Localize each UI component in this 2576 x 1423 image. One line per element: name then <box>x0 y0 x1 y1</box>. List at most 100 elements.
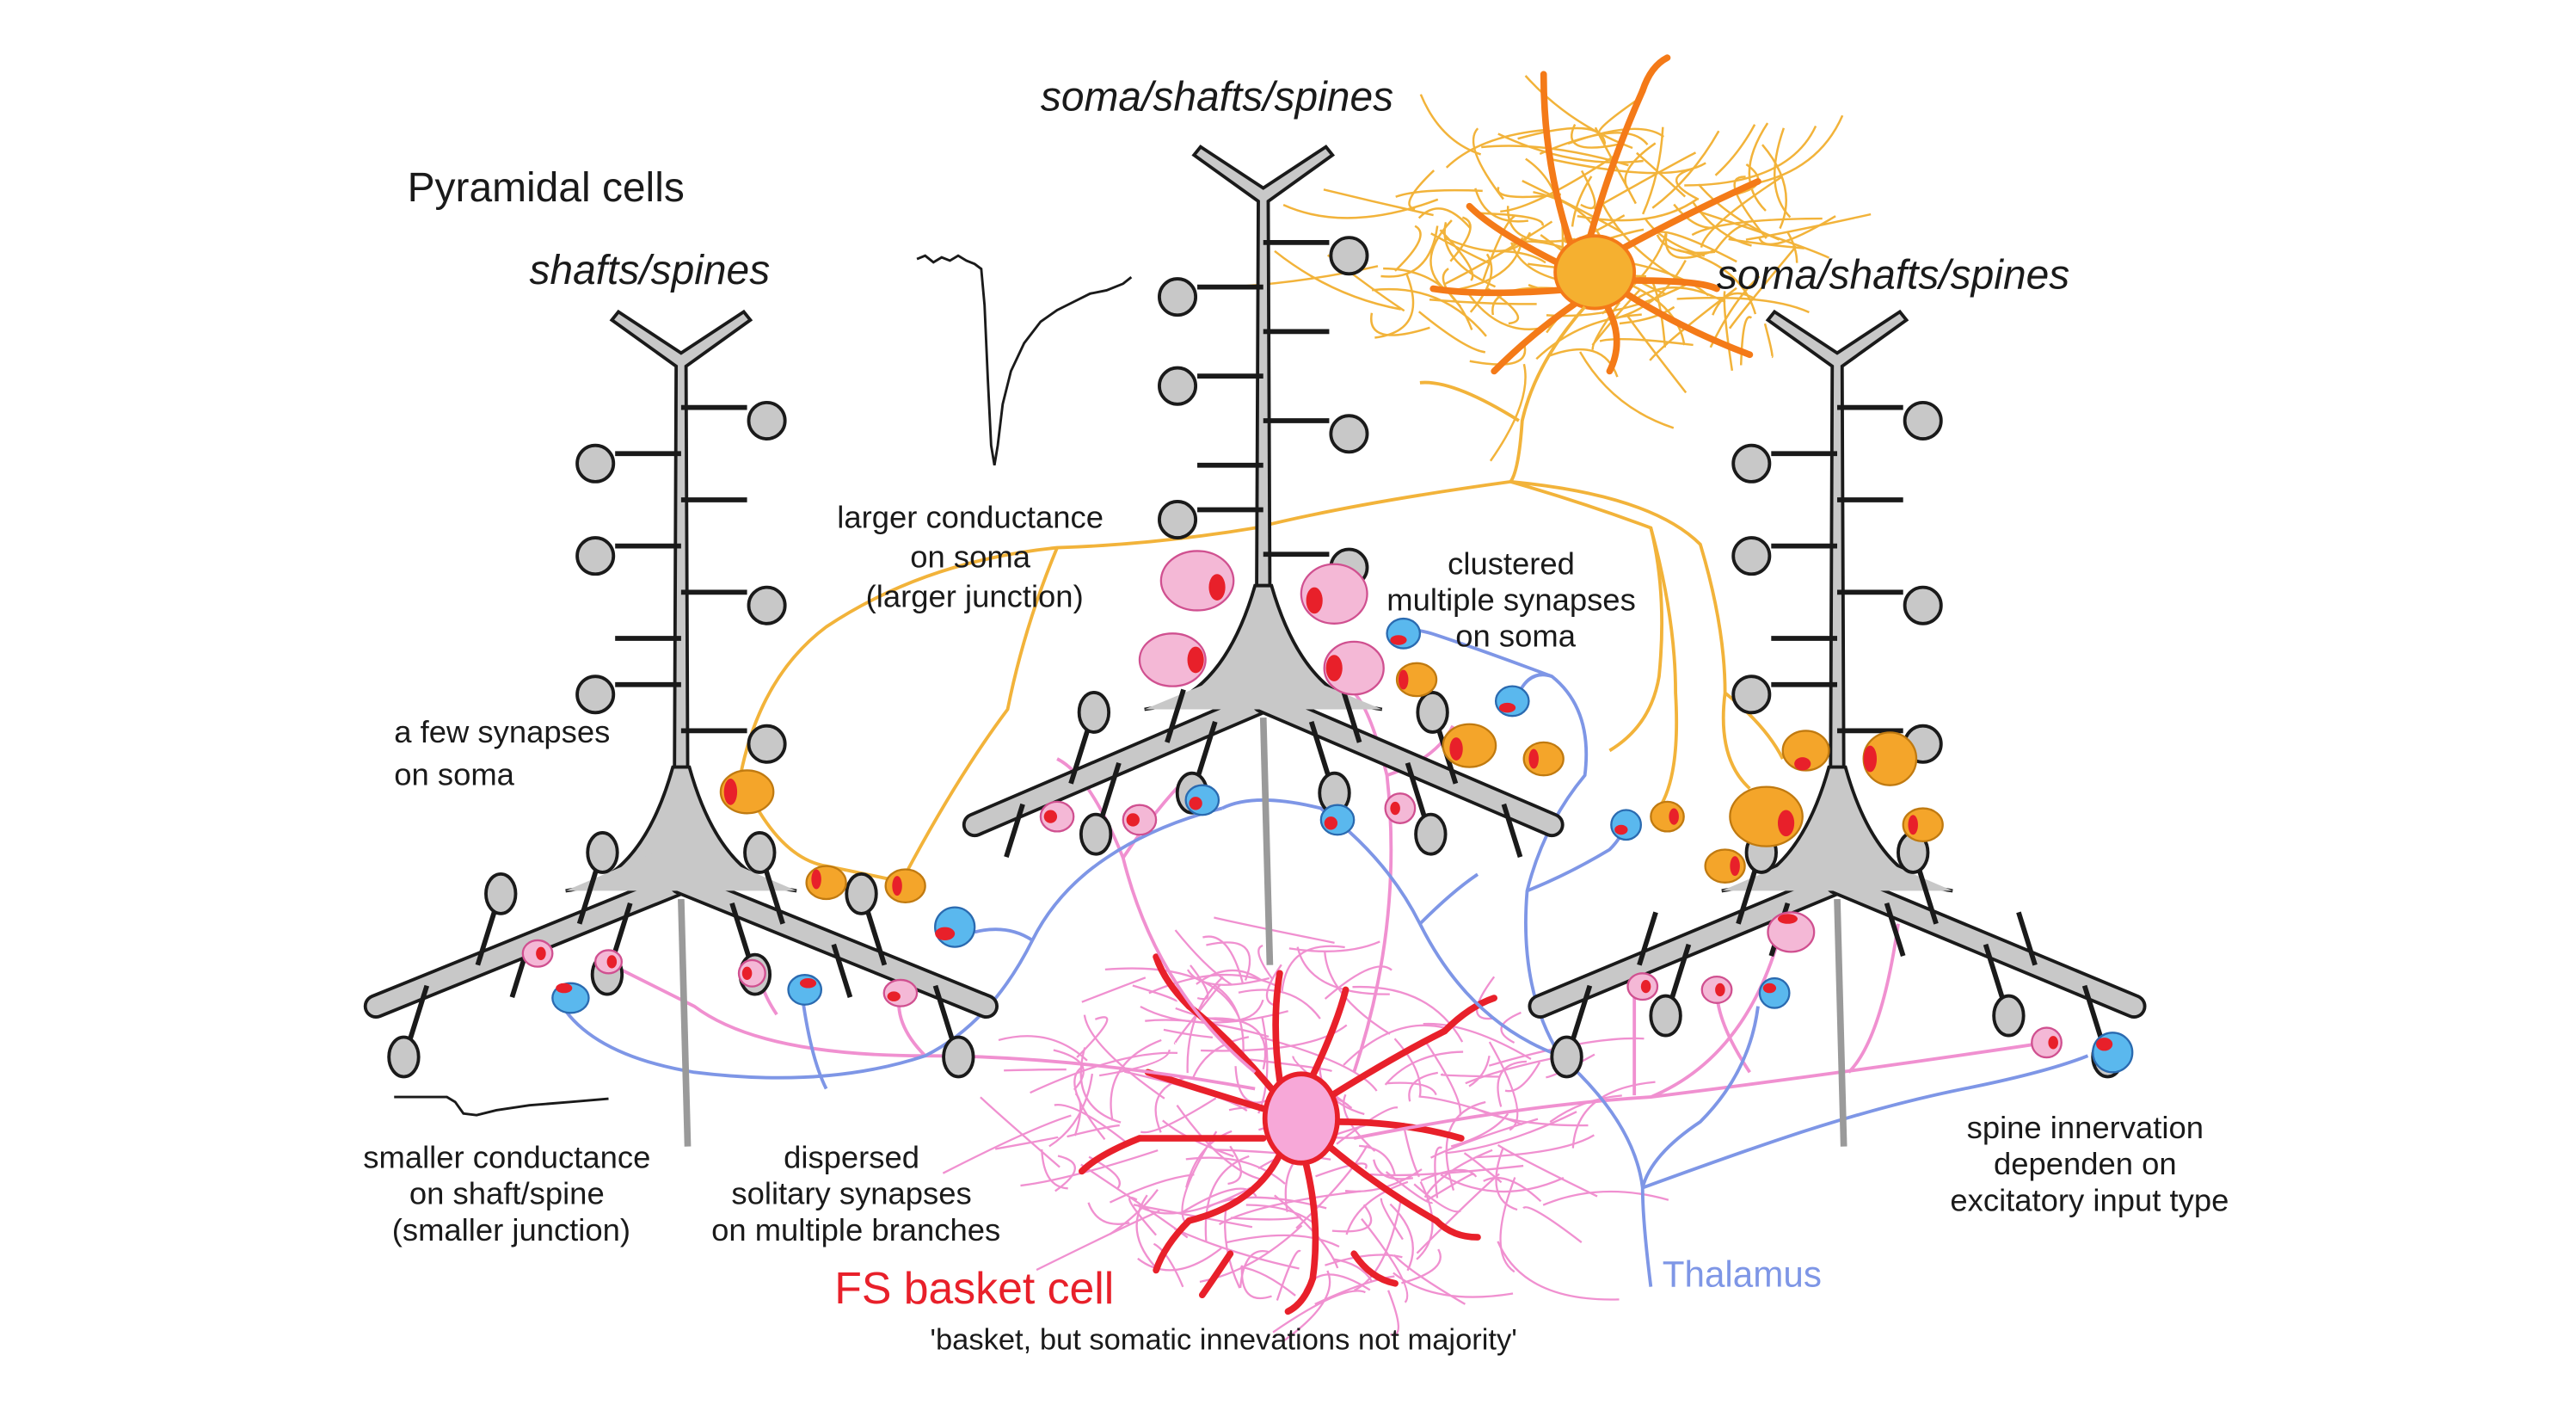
basal-spine-neck <box>2016 911 2038 966</box>
orange-axon-fiber <box>1466 292 1550 330</box>
spine-head <box>1903 585 1943 625</box>
synapse-contact <box>1325 655 1343 681</box>
apical-dendrite <box>1191 145 1336 588</box>
basal-spine-neck <box>1571 984 1593 1039</box>
spine-head <box>575 536 616 576</box>
pyramidal-soma-fill <box>1144 659 1382 710</box>
orange-bouton <box>884 868 926 903</box>
fs-axon-fiber <box>1240 1266 1296 1297</box>
synapse-contact <box>723 779 738 805</box>
orange-axon-fiber <box>1282 198 1439 219</box>
basal-spine-head <box>942 1035 975 1079</box>
fs-axon-fiber <box>1004 1068 1067 1072</box>
orange-axon-fiber <box>1664 233 1717 259</box>
fs-axon-fiber <box>1497 1060 1527 1107</box>
fs-axon-fiber <box>1238 989 1321 1020</box>
fs-basket-cell-label: FS basket cell <box>834 1263 1114 1313</box>
fs-axon-fiber <box>1389 1203 1414 1272</box>
fs-axon-fiber <box>1499 1177 1516 1273</box>
smaller-conductance-label: smaller conductance on shaft/spine (smal… <box>363 1140 659 1247</box>
spine-head <box>1158 366 1198 406</box>
orange-axon-fiber <box>1481 215 1515 283</box>
synapse-contact <box>1715 983 1725 997</box>
fs-axon-fiber <box>1202 935 1245 985</box>
fs-axon-fiber <box>1076 1016 1109 1058</box>
synapse-contact <box>1189 797 1202 810</box>
basal-spine-neck <box>932 984 955 1039</box>
fs-axon-fiber <box>1030 1051 1178 1094</box>
fs-axon-fiber <box>1206 1196 1327 1210</box>
fs-axon-fiber <box>1288 940 1380 952</box>
fs-basket-dendrites <box>1078 953 1498 1315</box>
fs-axon-fiber <box>1208 1017 1267 1070</box>
basal-spine-neck <box>1165 688 1186 743</box>
orange-axon-fiber <box>1522 180 1623 234</box>
spine-head <box>1158 277 1198 317</box>
orange-axon-fiber <box>1578 351 1675 429</box>
fs-axon-fiber <box>1214 984 1245 1062</box>
pyramidal-soma-fill <box>1721 841 1953 891</box>
orange-axon-fiber <box>1644 218 1706 257</box>
synapse-contact <box>741 966 753 980</box>
fs-axon-fiber <box>1260 1036 1378 1092</box>
basal-spine-neck <box>1308 721 1331 776</box>
pyramidal-soma-fill <box>565 841 797 891</box>
orange-axon-fiber <box>1419 94 1482 156</box>
synapse-contact <box>799 978 817 989</box>
synapse-contact <box>1669 808 1679 825</box>
fs-axon-fiber <box>1497 1143 1598 1198</box>
orange-axon-fiber <box>1712 292 1755 316</box>
fs-axon-fiber <box>1331 1204 1373 1233</box>
basal-spine-neck <box>831 943 853 998</box>
dispersed-synapses-label: dispersed solitary synapses on multiple … <box>711 1140 1000 1247</box>
pink-bouton <box>882 978 919 1007</box>
pyramidal-cell-middle <box>962 145 1565 965</box>
spine-head <box>1731 536 1772 576</box>
spine-head <box>1329 414 1369 454</box>
fs-axon-fiber <box>1201 1024 1348 1052</box>
thalamus-label: Thalamus <box>1663 1254 1822 1295</box>
basal-spine-head <box>1992 994 2026 1038</box>
fs-axon-fiber <box>1384 1050 1464 1086</box>
pink-bouton <box>1767 911 1816 953</box>
synapse-contact <box>1640 979 1651 994</box>
synapse-contact <box>1126 813 1140 827</box>
fs-axon-fiber <box>1393 1038 1422 1097</box>
fs-axon-fiber <box>1227 1145 1242 1186</box>
synapse-contact <box>1449 737 1463 761</box>
orange-axon-fiber <box>1417 311 1486 354</box>
orange-axon-fiber <box>1673 203 1718 230</box>
orange-axon-fiber <box>1489 363 1527 462</box>
orange-axon-fiber <box>1570 124 1618 149</box>
synapse-contact <box>536 946 546 960</box>
spine-head <box>1158 499 1198 540</box>
fs-axon-fiber <box>1423 1022 1532 1060</box>
orange-axon-fiber <box>1472 212 1544 226</box>
orange-axon-fiber <box>1497 132 1644 163</box>
fs-axon-fiber <box>1135 1194 1156 1267</box>
orange-axon-fiber <box>1417 207 1472 230</box>
synapse-contact <box>2096 1038 2113 1051</box>
pyramidal-cells-label: Pyramidal cells <box>408 165 685 211</box>
fs-axon-fiber <box>1500 1011 1522 1044</box>
orange-axon-fiber <box>1601 202 1686 285</box>
fs-axon-fiber <box>1053 1049 1085 1091</box>
basal-spine-head <box>1414 812 1448 856</box>
synapse-contact <box>935 927 956 940</box>
orange-axon-fiber <box>1757 215 1836 246</box>
orange-axon-fiber <box>1752 114 1844 186</box>
synapse-contact <box>1794 757 1811 771</box>
basal-spine-neck <box>475 911 497 966</box>
fs-axon-fiber <box>1420 1168 1478 1182</box>
orange-axon-fiber <box>1474 188 1529 223</box>
fs-axon-fiber <box>1401 1248 1442 1284</box>
synapse-contact <box>1390 635 1407 645</box>
fs-axon-fiber <box>1393 1272 1514 1298</box>
fs-axon-fiber <box>1475 1134 1595 1159</box>
small-ipsc-trace <box>394 1095 609 1117</box>
orange-axon-fiber <box>1626 314 1688 394</box>
thalamic-bouton <box>1758 976 1791 1009</box>
orange-axon-fiber <box>1370 312 1430 336</box>
fs-axon-fiber <box>1109 1174 1195 1204</box>
